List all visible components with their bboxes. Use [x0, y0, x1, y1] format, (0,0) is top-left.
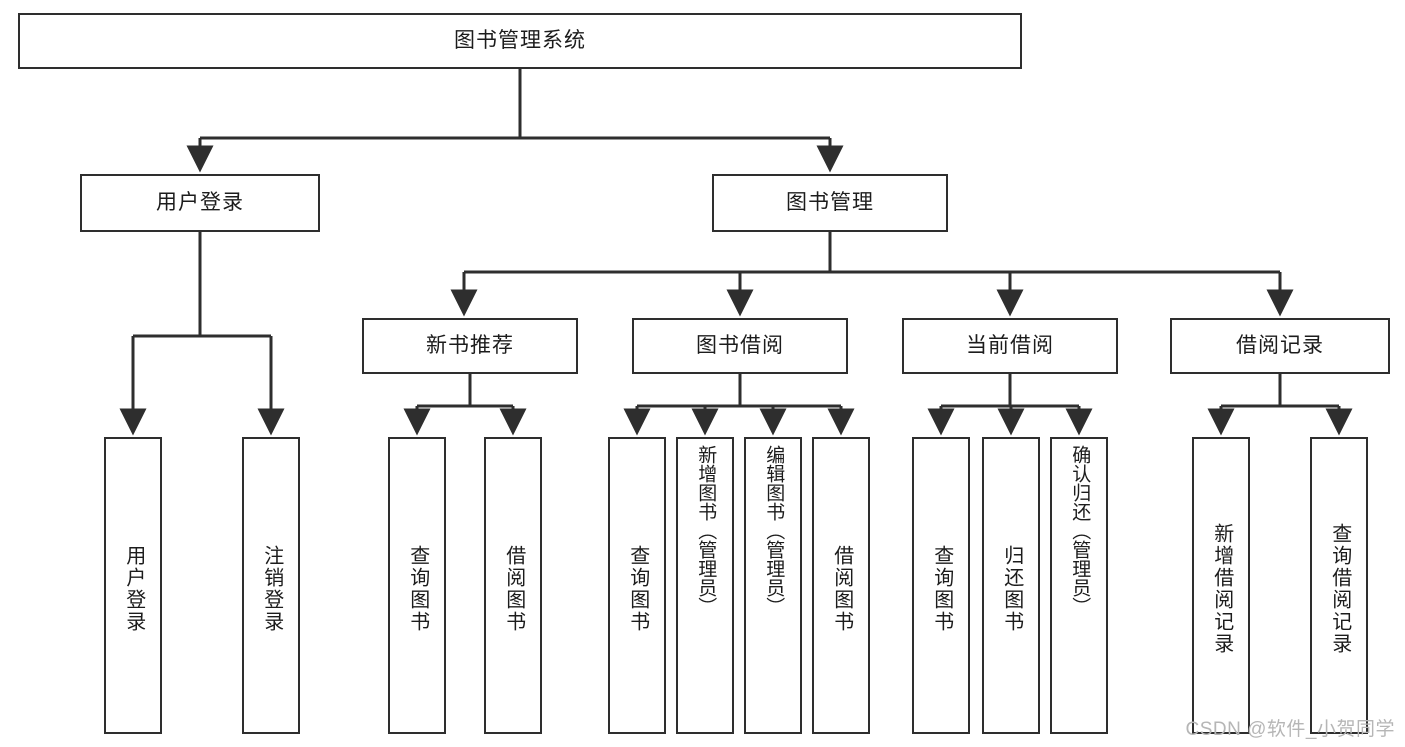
- leaf-edit-book[interactable]: 编辑图书（管理员）: [744, 437, 802, 734]
- leaf-add-record[interactable]: 新增借阅记录: [1192, 437, 1250, 734]
- node-book-manage-label: 图书管理: [786, 190, 874, 214]
- leaf-query-book-label: 查询图书: [626, 544, 649, 633]
- leaf-add-book-label: 新增图书（管理员）: [695, 445, 717, 616]
- node-book-borrow[interactable]: 图书借阅: [632, 318, 848, 374]
- node-current-borrow-label: 当前借阅: [966, 333, 1054, 357]
- node-new-book-rec-label: 新书推荐: [426, 333, 514, 357]
- leaf-add-book[interactable]: 新增图书（管理员）: [676, 437, 734, 734]
- node-root-system[interactable]: 图书管理系统: [18, 13, 1022, 69]
- leaf-borrow-book-rec[interactable]: 借阅图书: [484, 437, 542, 734]
- leaf-add-record-label: 新增借阅记录: [1210, 522, 1233, 655]
- leaf-user-login-label: 用户登录: [122, 544, 145, 633]
- leaf-query-book-rec[interactable]: 查询图书: [388, 437, 446, 734]
- leaf-query-record[interactable]: 查询借阅记录: [1310, 437, 1368, 734]
- leaf-query-book[interactable]: 查询图书: [608, 437, 666, 734]
- leaf-borrow-book-rec-label: 借阅图书: [502, 544, 525, 633]
- leaf-query-book-cur[interactable]: 查询图书: [912, 437, 970, 734]
- leaf-query-record-label: 查询借阅记录: [1328, 522, 1351, 655]
- node-current-borrow[interactable]: 当前借阅: [902, 318, 1118, 374]
- node-borrow-record-label: 借阅记录: [1236, 333, 1324, 357]
- leaf-confirm-return-label: 确认归还（管理员）: [1069, 445, 1091, 616]
- watermark-text: CSDN @软件_小贺同学: [1185, 719, 1395, 740]
- leaf-return-book[interactable]: 归还图书: [982, 437, 1040, 734]
- leaf-user-login[interactable]: 用户登录: [104, 437, 162, 734]
- node-book-manage[interactable]: 图书管理: [712, 174, 948, 232]
- leaf-edit-book-label: 编辑图书（管理员）: [763, 445, 785, 616]
- node-root-label: 图书管理系统: [454, 28, 586, 52]
- leaf-borrow-book[interactable]: 借阅图书: [812, 437, 870, 734]
- leaf-return-book-label: 归还图书: [1000, 544, 1023, 633]
- leaf-query-book-cur-label: 查询图书: [930, 544, 953, 633]
- node-borrow-record[interactable]: 借阅记录: [1170, 318, 1390, 374]
- node-book-borrow-label: 图书借阅: [696, 333, 784, 357]
- leaf-query-book-rec-label: 查询图书: [406, 544, 429, 633]
- leaf-borrow-book-label: 借阅图书: [830, 544, 853, 633]
- node-new-book-rec[interactable]: 新书推荐: [362, 318, 578, 374]
- leaf-logout[interactable]: 注销登录: [242, 437, 300, 734]
- node-user-login[interactable]: 用户登录: [80, 174, 320, 232]
- leaf-logout-label: 注销登录: [260, 544, 283, 633]
- node-user-login-label: 用户登录: [156, 190, 244, 214]
- leaf-confirm-return[interactable]: 确认归还（管理员）: [1050, 437, 1108, 734]
